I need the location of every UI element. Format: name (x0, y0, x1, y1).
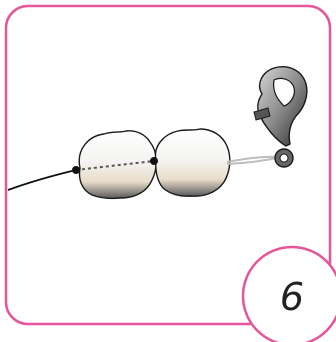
step-badge: 6 (243, 247, 336, 342)
crimp-bead-icon (150, 157, 158, 165)
oval-bead-icon (156, 129, 230, 196)
clasp-ring-hole (280, 154, 288, 162)
crimp-bead-icon (72, 166, 80, 174)
bead-2 (156, 129, 230, 196)
step-number: 6 (280, 275, 304, 319)
